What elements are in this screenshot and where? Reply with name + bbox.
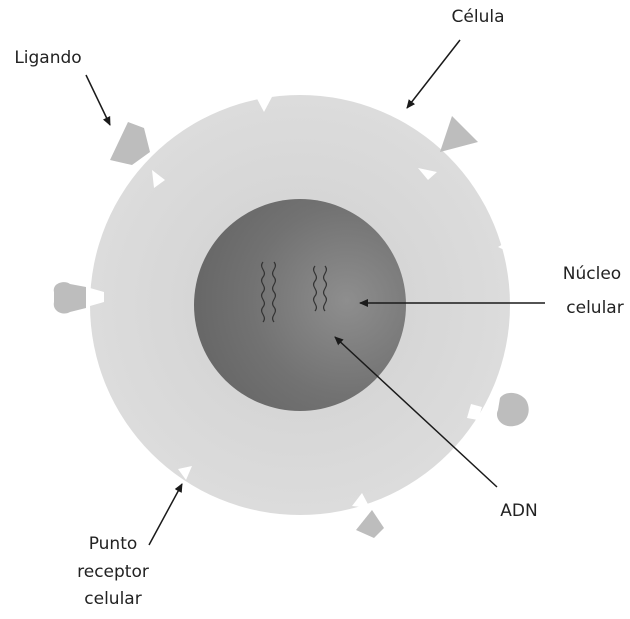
label-arrows — [85, 39, 545, 546]
receptor-notch-lower-right — [467, 404, 482, 420]
label-ligand: Ligando — [14, 48, 81, 68]
receptor-notch-bottom-left — [178, 466, 192, 480]
ligand-bottom — [356, 510, 384, 538]
receptor-notch-bottom — [352, 493, 370, 508]
receptor-notch-upper-right — [418, 168, 437, 180]
label-dna: ADN — [500, 501, 537, 521]
dna-coil-left — [260, 261, 266, 323]
label-receptor-line1: Punto — [89, 534, 138, 554]
ligand-upper-right — [440, 116, 478, 152]
ligand-left — [53, 282, 86, 314]
label-nucleus-line2: celular — [566, 298, 623, 318]
dna-coil-right — [312, 265, 318, 312]
receptor-notch-left — [90, 288, 104, 306]
label-receptor-line3: celular — [84, 589, 141, 609]
receptor-notch-top — [255, 95, 273, 112]
receptor-notch-right — [498, 240, 511, 253]
arrow-receptor — [148, 483, 183, 546]
receptor-sites — [90, 95, 511, 508]
dna-coil-right-2 — [322, 265, 328, 312]
ligands — [53, 116, 529, 538]
label-receptor-line2: receptor — [77, 562, 149, 582]
receptor-notch-upper-left — [152, 170, 165, 188]
ligand-right — [496, 392, 529, 427]
label-nucleus-line1: Núcleo — [563, 264, 621, 284]
dna-strands — [260, 261, 328, 323]
arrow-cell — [406, 39, 461, 109]
ligand-upper-left — [110, 122, 150, 165]
cell-nucleus — [194, 199, 406, 411]
dna-coil-left-2 — [271, 261, 277, 323]
arrow-ligand — [85, 74, 111, 126]
arrow-dna — [334, 336, 498, 488]
label-cell: Célula — [452, 7, 505, 27]
